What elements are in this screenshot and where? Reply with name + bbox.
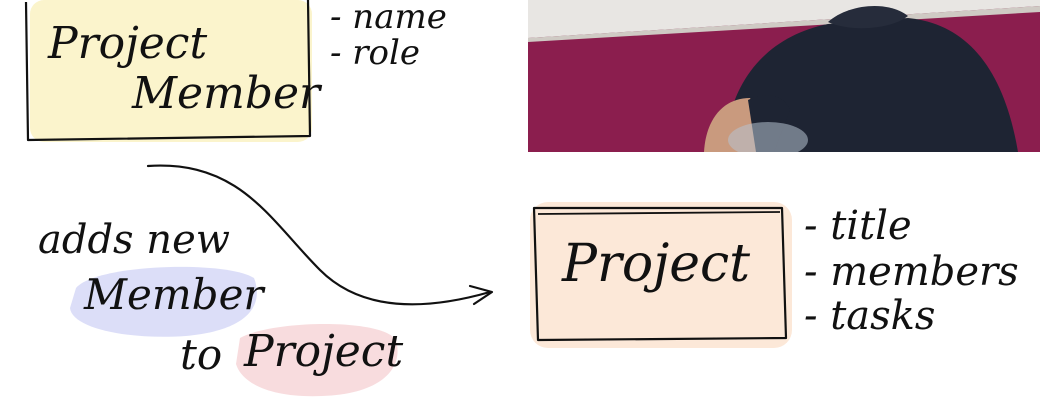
project-highlight (236, 324, 398, 397)
relation-line1: adds new (38, 217, 230, 263)
project-member-box (24, 0, 312, 142)
project-member-label-line1: Project (48, 18, 208, 69)
project-field-title: - title (804, 203, 912, 249)
presenter-video (528, 0, 1040, 152)
project-member-label-line2: Member (132, 68, 321, 119)
relation-project: Project (244, 326, 404, 377)
project-member-field-name: - name (330, 0, 447, 37)
relation-member: Member (84, 270, 264, 319)
project-box (530, 202, 792, 348)
project-member-field-role: - role (330, 33, 421, 73)
relation-to: to (180, 330, 223, 379)
project-field-tasks: - tasks (804, 293, 936, 339)
project-field-members: - members (804, 249, 1019, 295)
member-highlight (70, 266, 257, 337)
project-label: Project (562, 234, 751, 294)
